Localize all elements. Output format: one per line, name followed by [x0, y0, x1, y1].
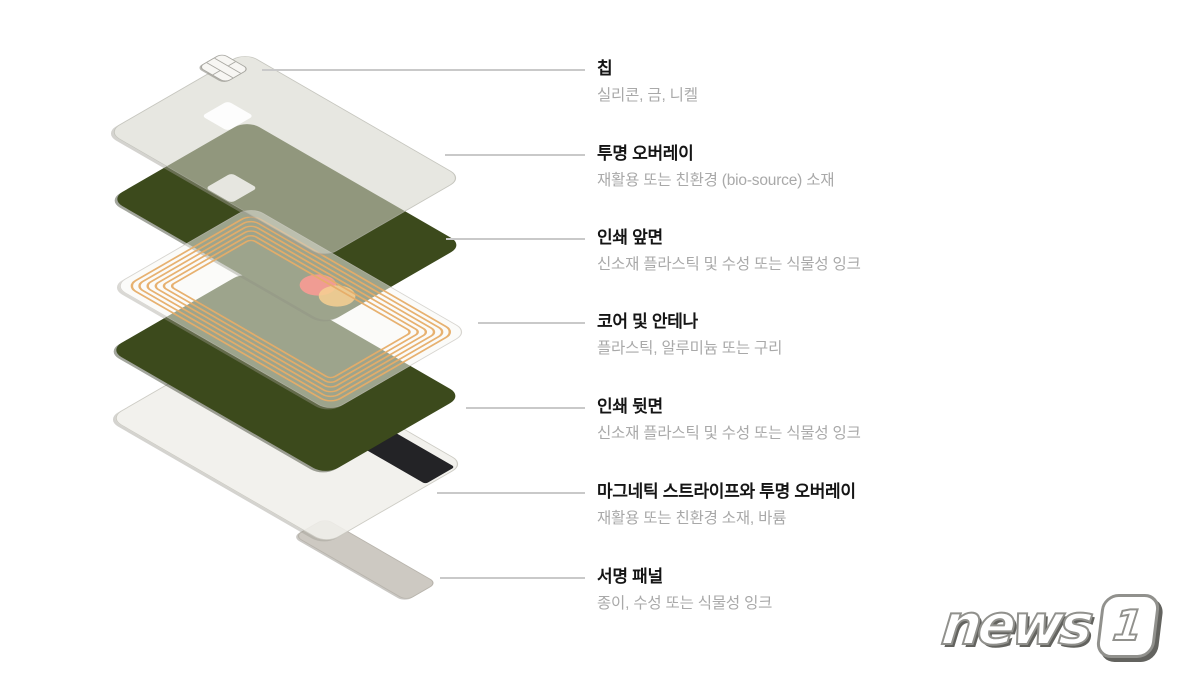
callout-title: 인쇄 앞면: [597, 228, 663, 247]
callout-desc: 신소재 플라스틱 및 수성 또는 식물성 잉크: [597, 425, 861, 442]
callout-chip: 칩 실리콘, 금, 니켈: [597, 58, 698, 106]
chip-contact-line: [228, 61, 237, 67]
callout-title: 인쇄 뒷면: [597, 397, 663, 416]
leader-line-chip: [262, 69, 585, 71]
callout-title: 투명 오버레이: [597, 144, 694, 163]
leader-line-print-front: [446, 238, 585, 240]
news1-logo: news 1: [938, 592, 1161, 659]
callout-magstripe: 마그네틱 스트라이프와 투명 오버레이 재활용 또는 친환경 소재, 바륨: [597, 481, 856, 529]
callout-desc: 신소재 플라스틱 및 수성 또는 식물성 잉크: [597, 256, 861, 273]
callout-title: 마그네틱 스트라이프와 투명 오버레이: [597, 482, 856, 501]
callout-core-antenna: 코어 및 안테나 플라스틱, 알루미늄 또는 구리: [597, 311, 782, 359]
leader-line-print-back: [466, 407, 585, 409]
callout-desc: 플라스틱, 알루미늄 또는 구리: [597, 340, 783, 357]
callout-desc: 재활용 또는 친환경 (bio-source) 소재: [597, 172, 835, 189]
callout-title: 칩: [597, 59, 613, 78]
news1-logo-numeral-box: 1: [1094, 594, 1161, 658]
callout-signature: 서명 패널 종이, 수성 또는 식물성 잉크: [597, 566, 772, 614]
callout-desc: 종이, 수성 또는 식물성 잉크: [597, 595, 773, 612]
chip-contact-line: [212, 70, 222, 76]
callout-overlay: 투명 오버레이 재활용 또는 친환경 (bio-source) 소재: [597, 143, 835, 191]
leader-line-core-antenna: [478, 322, 585, 324]
leader-line-signature: [440, 577, 585, 579]
callout-title: 서명 패널: [597, 567, 663, 586]
callout-desc: 재활용 또는 친환경 소재, 바륨: [597, 510, 787, 527]
callout-title: 코어 및 안테나: [597, 312, 698, 331]
chip-window-hole: [201, 101, 254, 131]
news1-logo-numeral: 1: [1109, 600, 1146, 651]
leader-line-magstripe: [437, 492, 585, 494]
leader-line-overlay: [445, 154, 585, 156]
news1-logo-word: news: [938, 592, 1094, 659]
callout-print-front: 인쇄 앞면 신소재 플라스틱 및 수성 또는 식물성 잉크: [597, 227, 861, 275]
callout-desc: 실리콘, 금, 니켈: [597, 87, 698, 104]
callout-print-back: 인쇄 뒷면 신소재 플라스틱 및 수성 또는 식물성 잉크: [597, 396, 861, 444]
